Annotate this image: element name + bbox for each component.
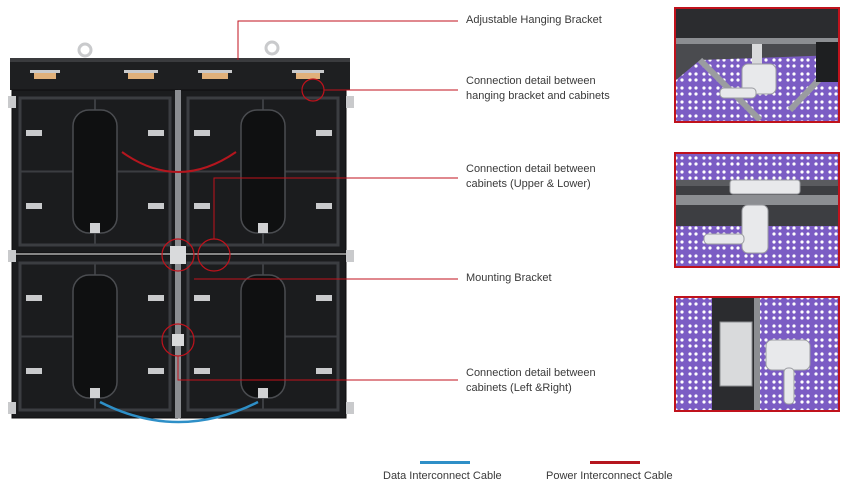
cabinet-latch [194, 368, 210, 374]
detail-image-hanging-bracket [674, 7, 840, 123]
callout-mounting-bracket: Mounting Bracket [466, 271, 552, 286]
leader-line-left-right [177, 356, 458, 381]
cabinet-latch [26, 295, 42, 301]
lock-part [172, 334, 184, 346]
cabinet-latch [194, 295, 210, 301]
callout-line: Connection detail between [466, 75, 596, 87]
callout-line: hanging bracket and cabinets [466, 90, 610, 102]
corner-clip [8, 402, 16, 414]
power-interconnect-cable [121, 151, 237, 173]
corner-clip [8, 96, 16, 108]
leader-line-upper-lower [213, 177, 458, 239]
corner-clip [346, 402, 354, 414]
data-interconnect-cable [99, 400, 259, 424]
cabinet-latch [316, 295, 332, 301]
callout-adjustable-hanging-bracket: Adjustable Hanging Bracket [466, 13, 602, 28]
cabinet-connector [258, 223, 268, 233]
callout-hanging-bracket-connection: Connection detail between hanging bracke… [466, 74, 610, 104]
callout-line: Mounting Bracket [466, 272, 552, 284]
cabinet-power-box [240, 109, 286, 234]
callout-upper-lower-connection: Connection detail between cabinets (Uppe… [466, 162, 596, 192]
highlight-circle-mounting [161, 238, 195, 272]
cabinet-connector [258, 388, 268, 398]
cabinet-connector [90, 223, 100, 233]
detail-image-upper-lower [674, 152, 840, 268]
led-cabinet-grid [8, 89, 354, 419]
cabinet-latch [316, 203, 332, 209]
callout-left-right-connection: Connection detail between cabinets (Left… [466, 366, 596, 396]
cabinet-latch [26, 368, 42, 374]
callout-line: Adjustable Hanging Bracket [466, 14, 602, 26]
cabinet-latch [148, 368, 164, 374]
cabinet-latch [316, 130, 332, 136]
callout-line: cabinets (Upper & Lower) [466, 178, 591, 190]
corner-clip [346, 96, 354, 108]
mounting-bracket-part [170, 246, 186, 264]
cabinet-latch [148, 130, 164, 136]
cabinet-latch [26, 203, 42, 209]
legend-label-data-cable: Data Interconnect Cable [383, 470, 502, 482]
callout-line: Connection detail between [466, 163, 596, 175]
corner-clip [346, 250, 354, 262]
cabinet-latch [316, 368, 332, 374]
cabinet-latch [194, 203, 210, 209]
legend-swatch-power-cable [590, 461, 640, 464]
callout-line: cabinets (Left &Right) [466, 382, 572, 394]
callout-line: Connection detail between [466, 367, 596, 379]
cabinet-latch [194, 130, 210, 136]
cabinet-latch [148, 203, 164, 209]
leader-line-adjustable-bracket [237, 20, 458, 60]
cabinet-latch [148, 295, 164, 301]
leader-lines [177, 20, 458, 381]
cabinet-power-box [72, 109, 118, 234]
corner-clip [8, 250, 16, 262]
legend-label-power-cable: Power Interconnect Cable [546, 470, 673, 482]
cabinet-latch [26, 130, 42, 136]
legend-swatch-data-cable [420, 461, 470, 464]
cabinet-connector [90, 388, 100, 398]
cabinet-power-box [72, 274, 118, 399]
hanging-bracket-bar [10, 40, 350, 90]
detail-image-left-right [674, 296, 840, 412]
